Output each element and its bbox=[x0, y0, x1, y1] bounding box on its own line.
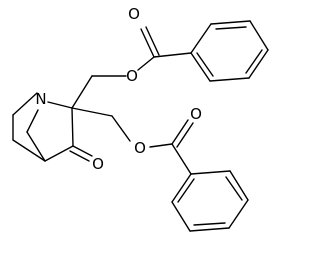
bond-n-ca bbox=[12, 92, 38, 116]
nitrogen-label: N bbox=[35, 90, 46, 108]
bond-bridgehead-ketone-c bbox=[44, 145, 74, 162]
lower-ester-chain bbox=[71, 107, 194, 175]
ring-bond bbox=[248, 49, 269, 79]
carbonyl-double-bond-lower-b bbox=[176, 122, 194, 148]
carbonyl-double-bond-upper-b bbox=[145, 26, 160, 56]
bond-ester-o-carbonyl-c-lower bbox=[149, 143, 173, 148]
ester-oxygen-lower-label: O bbox=[134, 139, 146, 157]
ring-bond bbox=[228, 199, 249, 229]
ring-bond bbox=[249, 20, 269, 51]
ring-inner-bond bbox=[225, 176, 243, 201]
carbonyl-double-bond-lower-a bbox=[171, 119, 189, 145]
ring-inner-bond bbox=[215, 26, 247, 30]
bond-cq-ch2-lower bbox=[71, 107, 113, 117]
bond-cq-ch2-upper bbox=[71, 75, 93, 109]
ketone-double-bond-a bbox=[72, 145, 93, 157]
bond-n-cq bbox=[47, 101, 73, 109]
bond-ester-o-carbonyl-c-upper bbox=[137, 56, 155, 71]
molecule-structure: N O O O O O bbox=[12, 5, 269, 232]
upper-phenyl-ring bbox=[190, 20, 269, 82]
ring-inner-bond bbox=[245, 49, 263, 74]
ketone-oxygen-label: O bbox=[92, 155, 104, 173]
ring-bond bbox=[189, 227, 230, 232]
bond-cb-cd bbox=[26, 131, 46, 162]
carbonyl-double-bond-upper-a bbox=[140, 28, 155, 58]
carbonyl-oxygen-upper-label: O bbox=[128, 5, 140, 23]
ring-inner-bond bbox=[193, 222, 226, 226]
upper-ester-chain bbox=[71, 26, 192, 109]
ring-inner-bond bbox=[196, 52, 214, 77]
carbonyl-oxygen-lower-label: O bbox=[190, 105, 202, 123]
ring-bond bbox=[229, 170, 249, 201]
ring-bond bbox=[210, 20, 251, 25]
bond-ch2-ester-o-lower bbox=[111, 115, 131, 142]
bond-ketone-c-cq bbox=[71, 107, 74, 147]
lower-phenyl-ring bbox=[171, 170, 249, 232]
ketone-group bbox=[69, 145, 93, 162]
ring-bond bbox=[190, 23, 212, 54]
ring-bond bbox=[171, 201, 191, 232]
ester-oxygen-upper-label: O bbox=[126, 67, 138, 85]
ketone-double-bond-b bbox=[69, 150, 90, 162]
quinuclidinone-core bbox=[12, 92, 74, 162]
ring-inner-bond bbox=[177, 178, 195, 203]
ring-bond bbox=[209, 77, 250, 82]
ring-bond bbox=[190, 52, 211, 82]
ring-bond bbox=[190, 170, 231, 175]
bond-cc-bridgehead bbox=[12, 139, 46, 162]
bond-carbonyl-c-phenyl-upper bbox=[153, 52, 192, 58]
bond-n-cb bbox=[26, 109, 39, 133]
ring-bond bbox=[171, 173, 192, 203]
bond-carbonyl-c-phenyl-lower bbox=[171, 143, 192, 175]
